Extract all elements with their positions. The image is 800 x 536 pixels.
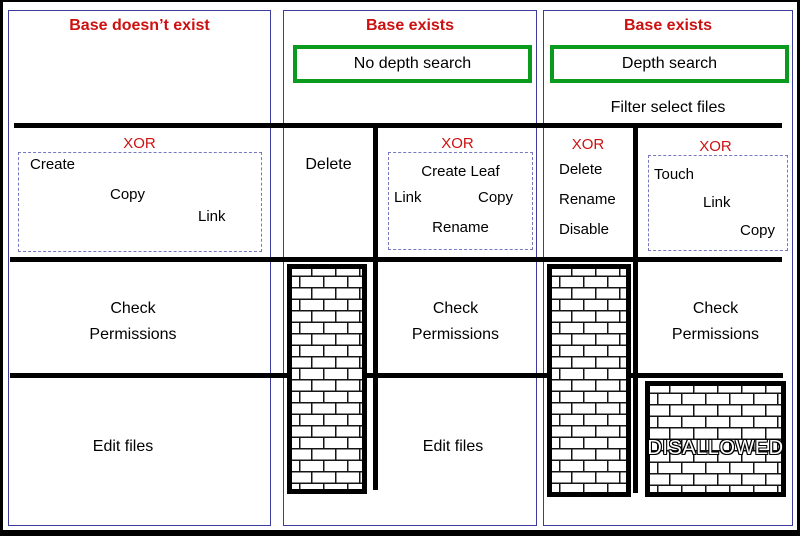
column2-check-line2: Permissions [411,326,500,343]
separator-xor [10,257,782,262]
frame-left [0,0,3,536]
op-create: Create [30,156,76,173]
xor-box-column3 [648,155,788,251]
op-disable-column3: Disable [559,221,610,238]
frame-bottom [0,530,800,536]
op-rename-column2: Rename [432,219,489,236]
xor-box-column2 [388,152,533,250]
no-depth-search-label: No depth search [353,55,472,72]
disallowed-label: DISALLOWED [647,437,784,459]
op-delete-column3: Delete [559,161,603,178]
depth-search-box: Depth search [550,45,789,83]
op-link: Link [198,208,226,225]
brick-wall-disallowed [645,381,786,497]
column2-title: Base exists [365,17,455,34]
depth-search-label: Depth search [621,55,718,72]
column1-check-line2: Permissions [89,326,177,343]
op-link-column3: Link [703,194,731,211]
op-touch: Touch [654,166,695,183]
column1-edit-files: Edit files [92,438,154,455]
divider-column2 [373,126,378,490]
separator-titles [14,123,782,128]
divider-column3 [633,126,638,493]
column3-check-line1: Check [692,300,739,317]
column3-title: Base exists [623,17,713,34]
separator-check [10,373,783,378]
op-copy: Copy [110,186,146,203]
column1-check-line1: Check [110,300,156,317]
op-delete-column2: Delete [305,156,352,173]
column2-edit-files: Edit files [422,438,484,455]
op-create-leaf: Create Leaf [421,163,500,180]
frame-right [797,0,800,536]
column2-check-line1: Check [432,300,479,317]
brick-wall-column3 [547,264,631,497]
op-link-column2: Link [394,189,422,206]
no-depth-search-box: No depth search [293,45,532,83]
column2-xor-label: XOR [441,135,474,152]
brick-wall-column2 [287,264,367,494]
op-rename-column3: Rename [559,191,616,208]
op-copy-column3: Copy [740,222,776,239]
op-copy-column2: Copy [478,189,514,206]
column3-left-xor-label: XOR [571,136,605,153]
column3-check-line2: Permissions [671,326,760,343]
column3-right-xor-label: XOR [699,138,732,155]
filter-select-files-label: Filter select files [610,99,726,116]
column-base-missing [8,10,271,526]
frame-top [0,0,800,2]
column1-xor-label: XOR [123,135,156,152]
column1-title: Base doesn’t exist [69,17,210,34]
xor-box-column1 [18,152,262,252]
